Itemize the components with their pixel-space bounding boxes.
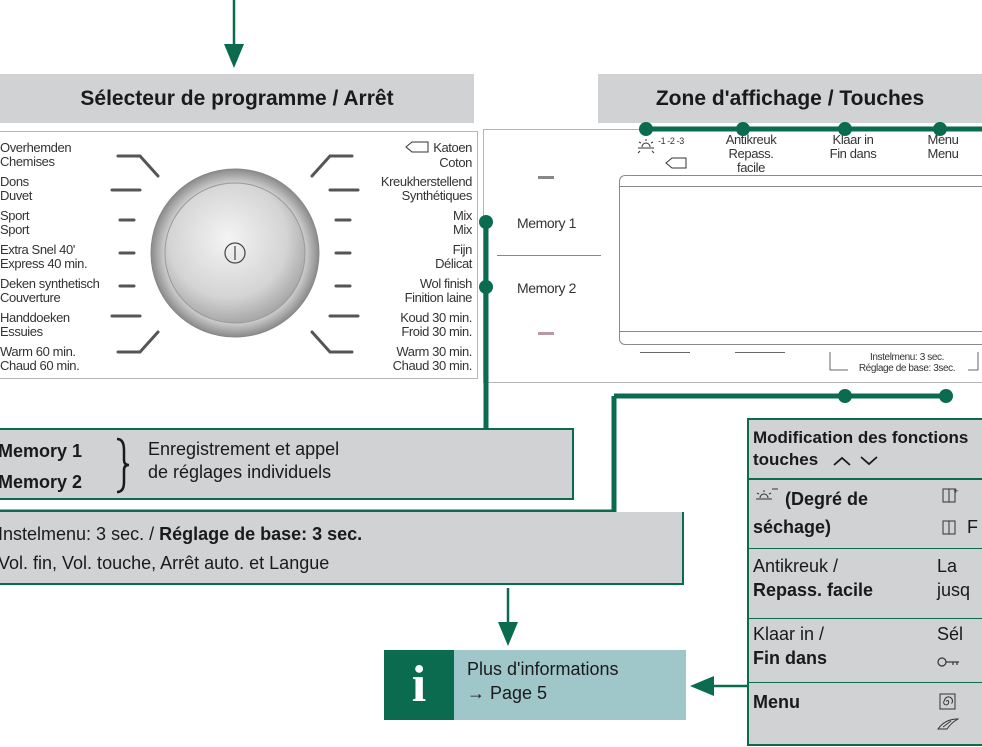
program-right-item[interactable]: Katoen Coton xyxy=(322,141,472,175)
more-info-box[interactable]: i Plus d'informations → Page 5 xyxy=(384,650,686,720)
function-table: Modification des fonctions touches (Degr… xyxy=(747,418,982,746)
instel-info-box: Instelmenu: 3 sec. / Réglage de base: 3 … xyxy=(0,512,684,585)
laundry-tag-icon xyxy=(405,141,429,156)
table-row: Menu xyxy=(749,682,982,744)
row-value-1: Sél xyxy=(937,624,964,644)
program-left-item[interactable]: Extra Snel 40'Express 40 min. xyxy=(0,242,88,271)
instel-bracket xyxy=(829,352,979,371)
bottom-button-2[interactable] xyxy=(735,352,785,353)
program-right-item[interactable]: Koud 30 min.Froid 30 min. xyxy=(400,310,472,339)
row-name-1: Klaar in / xyxy=(753,624,825,644)
sun-icon xyxy=(755,486,779,509)
row-name-1: Antikreuk / xyxy=(753,556,839,576)
row-value-1: La xyxy=(937,556,958,576)
chevron-up-icon xyxy=(833,450,851,472)
display-title: Zone d'affichage / Touches xyxy=(655,86,925,110)
row-value-2: jusq xyxy=(937,580,971,600)
degree-levels: -1 -2 -3 xyxy=(658,136,684,146)
lcd-inner-line-top xyxy=(619,186,982,187)
table-row: (Degré de séchage) + F xyxy=(749,478,982,550)
bottom-button-1[interactable] xyxy=(640,352,690,353)
lcd-screen xyxy=(619,175,982,345)
key-lock-icon xyxy=(937,655,961,673)
info-line-1: Plus d'informations xyxy=(467,659,619,679)
memory-2-button[interactable] xyxy=(538,332,554,335)
left-arrow xyxy=(690,676,748,696)
row-value-2: F xyxy=(967,517,978,537)
row-name-1: Menu xyxy=(753,692,800,712)
selector-title-band: Sélecteur de programme / Arrêt xyxy=(0,74,474,123)
memory-divider xyxy=(497,255,601,256)
chevron-down-icon xyxy=(860,450,878,472)
display-panel xyxy=(483,129,982,383)
table-row: Klaar in / Fin dans Sél xyxy=(749,618,982,683)
memory-1-button[interactable] xyxy=(538,176,554,179)
program-left-item[interactable]: Warm 60 min.Chaud 60 min. xyxy=(0,344,80,373)
top-arrow xyxy=(224,0,244,68)
lcd-inner-line-bottom xyxy=(619,331,982,332)
spiral-icon xyxy=(939,693,957,716)
memory-1-label: Memory 1 xyxy=(517,215,577,231)
memory-info-box: Memory 1 Memory 2 Enregistrement et appe… xyxy=(0,428,574,500)
selector-title: Sélecteur de programme / Arrêt xyxy=(80,86,394,110)
sun-icon xyxy=(637,139,687,169)
door-icon xyxy=(941,518,959,541)
instel-small-label: Instelmenu: 3 sec. Réglage de base: 3sec… xyxy=(858,352,956,374)
info-line-2: → Page 5 xyxy=(467,683,548,703)
instel-box-line-1: Instelmenu: 3 sec. / Réglage de base: 3 … xyxy=(0,524,363,544)
down-arrow xyxy=(498,588,518,646)
row-name-2: séchage) xyxy=(753,517,832,537)
memory-box-desc-2: de réglages individuels xyxy=(148,462,332,482)
feather-icon xyxy=(937,717,960,736)
program-right-item[interactable]: Warm 30 min.Chaud 30 min. xyxy=(392,344,473,373)
row-name-2: Fin dans xyxy=(753,648,828,668)
row-name-2: Repass. facile xyxy=(753,580,874,600)
table-header: Modification des fonctions touches xyxy=(753,427,968,472)
degree-key[interactable]: -1 -2 -3 xyxy=(636,133,706,169)
row-name-1: (Degré de xyxy=(785,489,869,509)
table-row: Antikreuk / Repass. facile La jusq xyxy=(749,548,982,619)
door-plus-icon: + xyxy=(941,486,959,509)
instel-box-line-2: Vol. fin, Vol. touche, Arrêt auto. et La… xyxy=(0,553,330,573)
memory-box-desc-1: Enregistrement et appel xyxy=(148,439,340,459)
program-dial[interactable] xyxy=(100,140,370,370)
memory-box-label-2: Memory 2 xyxy=(0,472,83,492)
curly-brace-icon xyxy=(116,437,130,494)
memory-box-label-1: Memory 1 xyxy=(0,441,83,461)
power-icon xyxy=(224,242,246,264)
memory-2-label: Memory 2 xyxy=(517,280,577,296)
display-title-band: Zone d'affichage / Touches xyxy=(598,74,982,123)
svg-text:+: + xyxy=(953,487,959,495)
info-icon: i xyxy=(384,650,454,720)
